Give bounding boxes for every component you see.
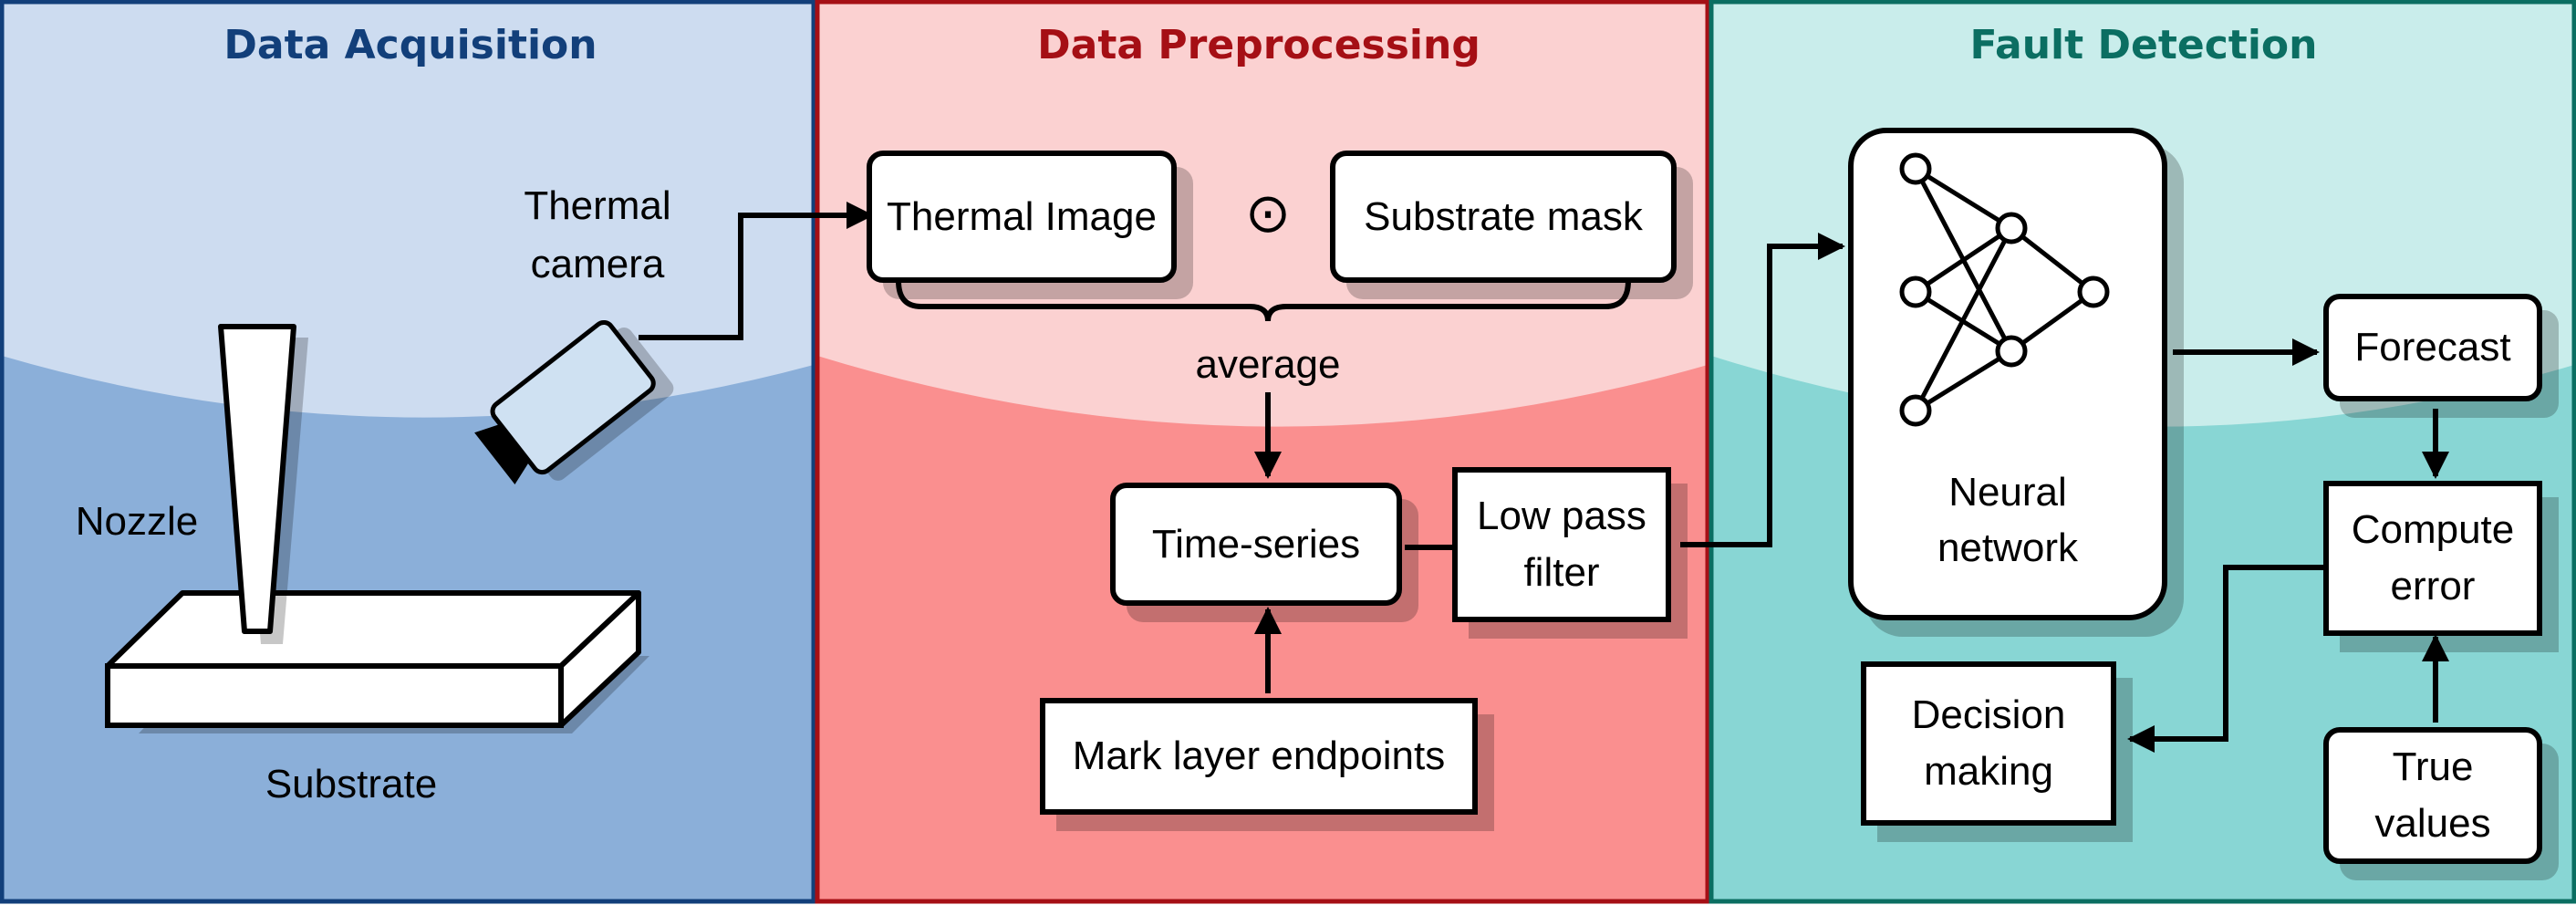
substrate-label: Substrate [265,762,438,806]
low-pass-line2: filter [1523,550,1600,595]
neural-network-line1: Neural [1948,469,2067,515]
thermal-image-box: Thermal Image [867,151,1177,283]
decision-making-box: Decision making [1861,661,2116,826]
circled-dot-icon: ⊙ [1244,182,1292,244]
mark-layer-endpoints-box: Mark layer endpoints [1040,698,1478,815]
neural-network-icon [1899,152,2110,427]
low-pass-line1: Low pass [1477,494,1646,539]
true-values-box: True values [2323,727,2542,864]
arrow-camera-to-thermal-image [639,202,874,340]
detection-title: Fault Detection [1969,22,2318,68]
forecast-box: Forecast [2323,294,2542,401]
average-brace [896,280,1631,322]
decision-making-line2: making [1924,749,2053,794]
preprocessing-panel-border [815,0,1710,904]
compute-error-line2: error [2390,564,2476,609]
detection-panel-border [1709,0,2576,904]
neural-network-box: Neural network [1848,128,2167,620]
true-values-line2: values [2374,801,2491,846]
nozzle-label: Nozzle [75,499,199,544]
thermal-camera-icon [474,319,674,485]
preprocessing-panel-highlight [817,2,1708,427]
thermal-camera-label-line2: camera [530,241,665,286]
time-series-box: Time-series [1110,483,1402,606]
neural-network-line2: network [1937,525,2079,571]
nozzle-icon [218,324,308,644]
compute-error-line1: Compute [2351,507,2515,553]
acquisition-title: Data Acquisition [223,22,597,68]
average-label: average [1195,342,1341,387]
acquisition-panel-border [0,0,816,904]
thermal-camera-label-line1: Thermal [524,183,671,228]
thermal-camera-label: Thermal camera [493,177,702,294]
true-values-line1: True [2392,744,2474,790]
arrow-compute-error-to-decision [2127,565,2326,753]
compute-error-box: Compute error [2323,481,2542,636]
substrate-block [105,590,649,733]
arrow-low-pass-to-neural-network [1680,233,1845,547]
acquisition-panel-highlight [2,2,814,418]
substrate-mask-box: Substrate mask [1330,151,1677,283]
preprocessing-title: Data Preprocessing [1037,22,1480,68]
decision-making-line1: Decision [1911,692,2066,738]
low-pass-filter-box: Low pass filter [1452,467,1671,622]
